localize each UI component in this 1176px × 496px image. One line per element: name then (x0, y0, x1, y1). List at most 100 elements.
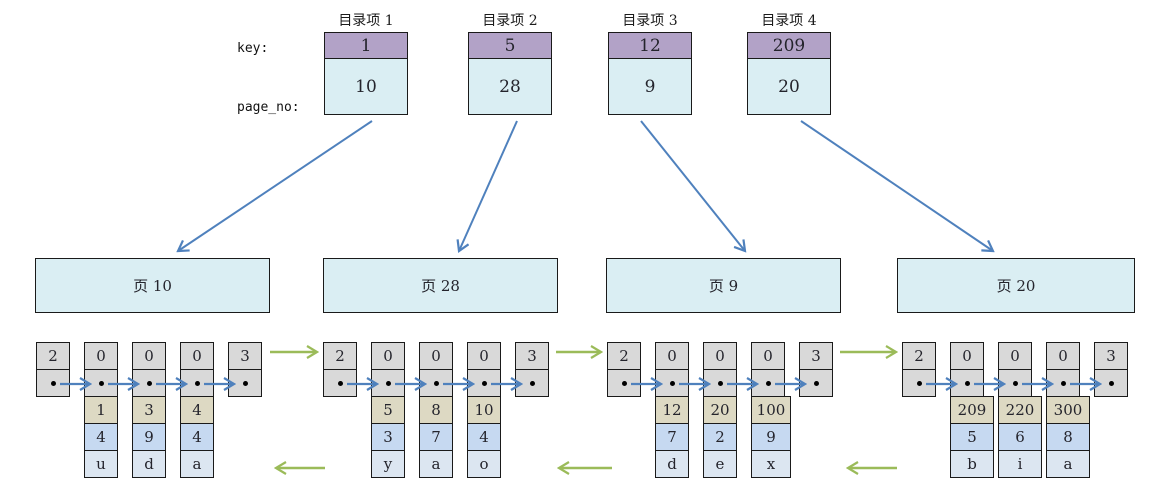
record-col2-cell: 7 (419, 423, 453, 451)
pointer-dot-icon (813, 380, 819, 386)
n-owned-cell: 0 (180, 342, 214, 370)
directory-entry-4-title: 目录项 4 (761, 13, 817, 29)
n-owned-cell: 3 (515, 342, 549, 370)
record-col3-cell: a (419, 450, 453, 478)
directory-entry-2-pageno: 28 (468, 58, 552, 115)
directory-entry-3-pageno: 9 (608, 58, 692, 115)
record-column: 0 300 8 a (1046, 342, 1090, 478)
directory-entry-1-title: 目录项 1 (338, 13, 394, 29)
record-pointer-cell (655, 369, 689, 397)
record-col3-cell: y (371, 450, 405, 478)
pointer-dot-icon (385, 380, 391, 386)
record-pointer-cell (1046, 369, 1080, 397)
record-key-cell: 8 (419, 396, 453, 424)
page-box-9: 页 9 (606, 258, 841, 313)
page-box-28-label: 页 28 (421, 277, 460, 295)
directory-entry-2: 目录项 2 5 28 (468, 10, 552, 115)
directory-entry-3-title: 目录项 3 (622, 13, 678, 29)
directory-entry-4-pageno: 20 (747, 58, 831, 115)
n-owned-cell: 0 (751, 342, 785, 370)
infimum-column: 2 (323, 342, 357, 397)
record-pointer-cell (323, 369, 357, 397)
n-owned-cell: 0 (84, 342, 118, 370)
record-col3-cell: u (84, 450, 118, 478)
directory-entry-4: 目录项 4 209 20 (747, 10, 831, 115)
record-column: 0 100 9 x (751, 342, 791, 478)
page-box-20: 页 20 (897, 258, 1135, 313)
n-owned-cell: 2 (902, 342, 936, 370)
entry-to-page-arrows (178, 120, 993, 251)
record-column: 0 1 4 u (84, 342, 118, 478)
record-column: 0 8 7 a (419, 342, 453, 478)
pointer-dot-icon (1012, 380, 1018, 386)
record-pointer-cell (998, 369, 1032, 397)
record-col3-cell: d (655, 450, 689, 478)
record-col2-cell: 4 (467, 423, 501, 451)
record-pointer-cell (703, 369, 737, 397)
n-owned-cell: 0 (950, 342, 984, 370)
record-column: 0 10 4 o (467, 342, 501, 478)
entry2-to-page28-arrow (459, 120, 518, 251)
record-pointer-cell (799, 369, 833, 397)
key-field-label: key: (237, 41, 269, 56)
record-group-page28: 2 0 5 3 y 0 8 7 a 0 10 4 o 3 (323, 342, 563, 487)
page-box-10: 页 10 (35, 258, 270, 313)
record-key-cell: 220 (998, 396, 1042, 424)
record-pointer-cell (1094, 369, 1128, 397)
pointer-dot-icon (765, 380, 771, 386)
pointer-dot-icon (50, 380, 56, 386)
supremum-column: 3 (228, 342, 262, 397)
record-pointer-cell (950, 369, 984, 397)
record-col3-cell: i (998, 450, 1042, 478)
record-column: 0 220 6 i (998, 342, 1042, 478)
record-col3-cell: a (1046, 450, 1090, 478)
n-owned-cell: 0 (371, 342, 405, 370)
directory-entry-4-key: 209 (747, 32, 831, 59)
record-pointer-cell (132, 369, 166, 397)
record-col3-cell: b (950, 450, 994, 478)
pointer-dot-icon (1060, 380, 1066, 386)
supremum-column: 3 (799, 342, 833, 397)
record-key-cell: 300 (1046, 396, 1090, 424)
directory-entry-3-key: 12 (608, 32, 692, 59)
record-key-cell: 100 (751, 396, 791, 424)
page-box-9-label: 页 9 (708, 277, 739, 295)
n-owned-cell: 2 (36, 342, 70, 370)
infimum-column: 2 (902, 342, 936, 397)
pointer-dot-icon (916, 380, 922, 386)
n-owned-cell: 2 (607, 342, 641, 370)
record-col3-cell: d (132, 450, 166, 478)
directory-entry-2-key: 5 (468, 32, 552, 59)
record-col3-cell: a (180, 450, 214, 478)
record-group-page20: 2 0 209 5 b 0 220 6 i 0 300 8 a 3 (902, 342, 1142, 487)
record-col3-cell: x (751, 450, 791, 478)
record-pointer-cell (607, 369, 641, 397)
pointer-dot-icon (1108, 380, 1114, 386)
page-no-field-label: page_no: (237, 100, 300, 115)
record-pointer-cell (751, 369, 785, 397)
directory-entry-1-key: 1 (324, 32, 408, 59)
pointer-dot-icon (669, 380, 675, 386)
directory-entry-1-pageno: 10 (324, 58, 408, 115)
infimum-column: 2 (36, 342, 70, 397)
pointer-dot-icon (433, 380, 439, 386)
record-col2-cell: 4 (180, 423, 214, 451)
record-col2-cell: 5 (950, 423, 994, 451)
record-pointer-cell (419, 369, 453, 397)
record-col2-cell: 9 (132, 423, 166, 451)
pointer-dot-icon (242, 380, 248, 386)
pointer-dot-icon (98, 380, 104, 386)
record-key-cell: 5 (371, 396, 405, 424)
supremum-column: 3 (515, 342, 549, 397)
record-key-cell: 3 (132, 396, 166, 424)
record-column: 0 12 7 d (655, 342, 689, 478)
record-col2-cell: 8 (1046, 423, 1090, 451)
n-owned-cell: 0 (419, 342, 453, 370)
record-group-page10: 2 0 1 4 u 0 3 9 d 0 4 4 a 3 (36, 342, 276, 487)
record-pointer-cell (180, 369, 214, 397)
record-key-cell: 1 (84, 396, 118, 424)
record-col3-cell: o (467, 450, 501, 478)
record-col2-cell: 2 (703, 423, 737, 451)
n-owned-cell: 0 (1046, 342, 1080, 370)
